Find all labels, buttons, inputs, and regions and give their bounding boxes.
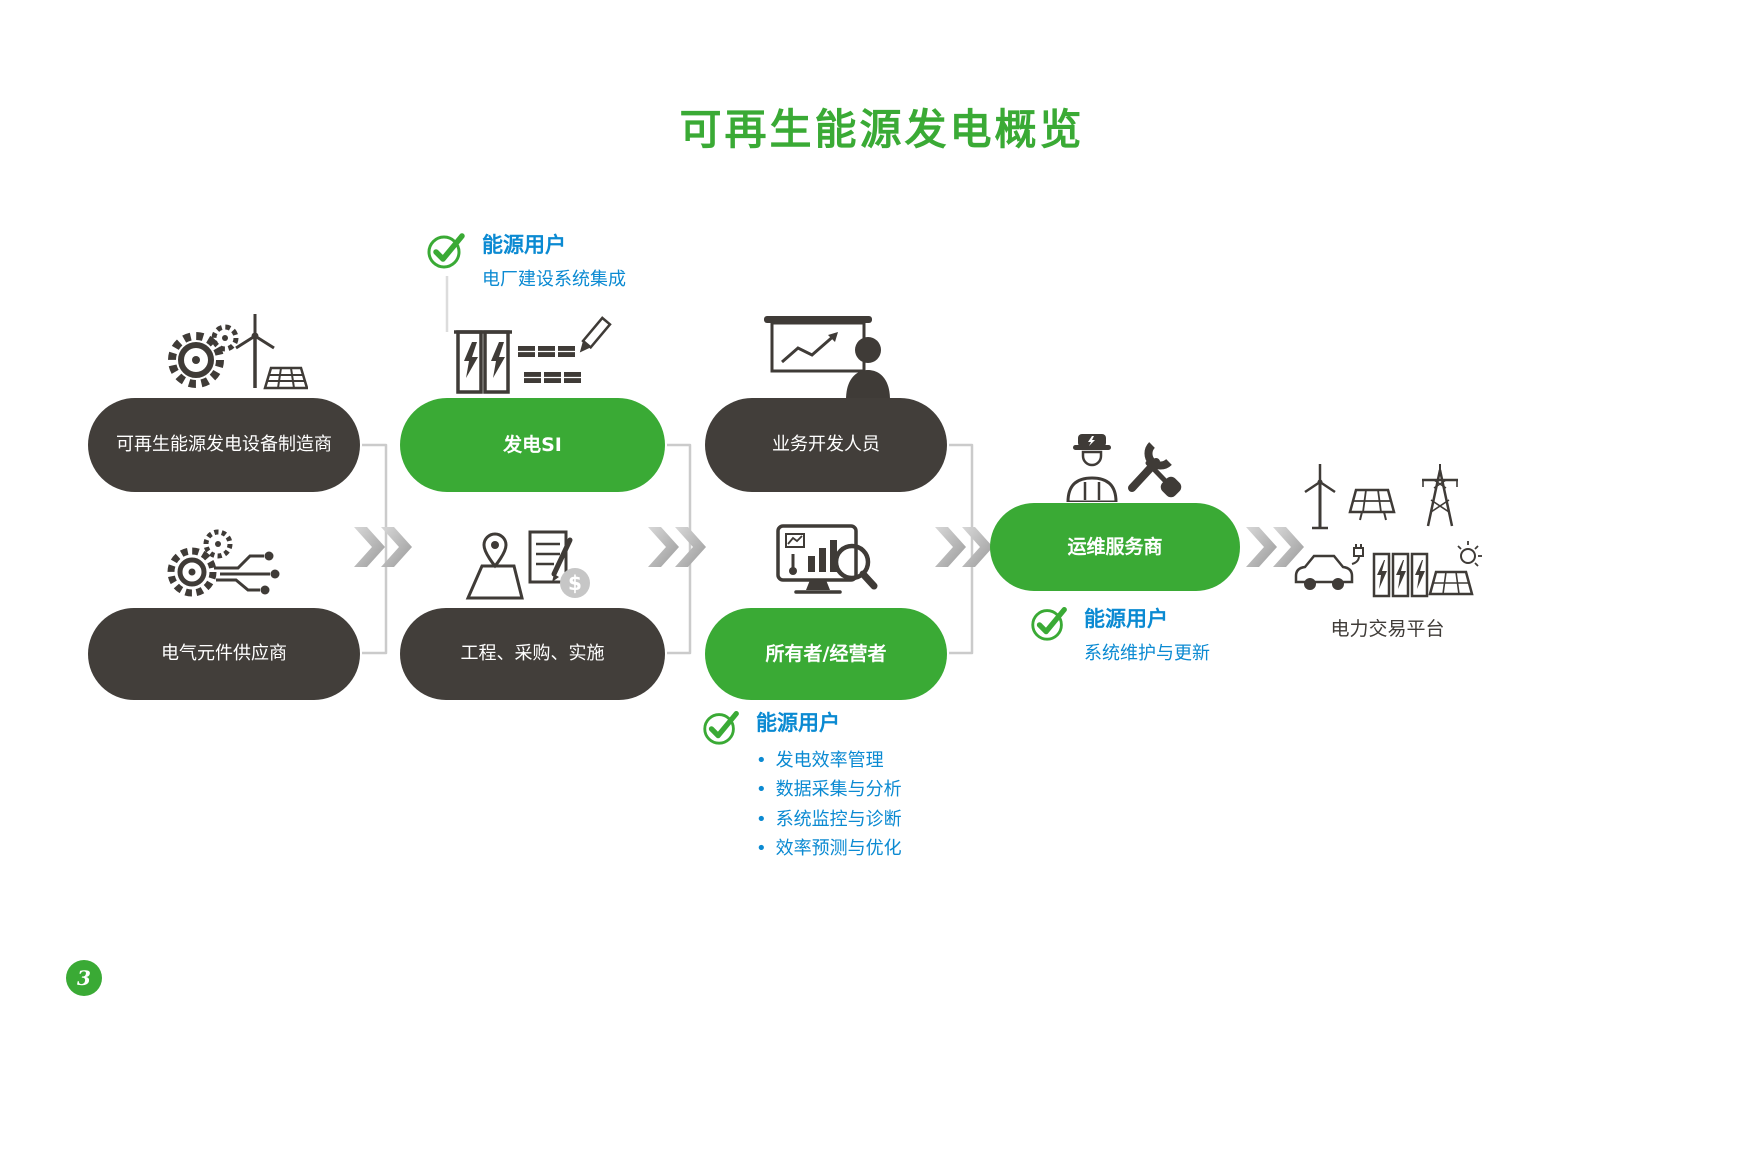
bullet-text: 效率预测与优化 bbox=[775, 837, 902, 859]
annotation-plant-build: 能源用户 电厂建设系统集成 bbox=[424, 228, 626, 291]
page-number: 3 bbox=[77, 966, 91, 990]
solar-panel-icon bbox=[1348, 488, 1396, 521]
pill-generation-si-label: 发电SI bbox=[503, 433, 562, 456]
transmission-tower-icon bbox=[1422, 464, 1458, 527]
page-title: 可再生能源发电概览 bbox=[679, 105, 1085, 154]
pill-manufacturer-label: 可再生能源发电设备制造商 bbox=[116, 434, 332, 456]
pill-owner-operator-label: 所有者/经营者 bbox=[765, 642, 887, 665]
bullet-marker: • bbox=[756, 837, 767, 859]
energy-assets-icons bbox=[1294, 464, 1482, 598]
pill-om-provider-label: 运维服务商 bbox=[1067, 535, 1163, 558]
pill-epc-label: 工程、采购、实施 bbox=[460, 643, 605, 665]
annotation-maintenance: 能源用户 系统维护与更新 bbox=[1028, 602, 1210, 665]
bullet-item: • 效率预测与优化 bbox=[756, 834, 902, 863]
bullet-text: 发电效率管理 bbox=[775, 750, 884, 772]
battery-storage-icon bbox=[1372, 552, 1429, 598]
bullet-text: 数据采集与分析 bbox=[775, 779, 902, 801]
check-circle-icon bbox=[703, 711, 739, 745]
pill-generation-si: 发电SI bbox=[400, 398, 665, 492]
bullet-item: • 发电效率管理 bbox=[756, 746, 902, 775]
check-circle-icon bbox=[427, 233, 465, 269]
gear-wind-turbine-solar-icon bbox=[168, 314, 308, 390]
bullet-marker: • bbox=[756, 750, 767, 772]
double-chevron-right-icon bbox=[354, 527, 412, 567]
annotation-subtitle: 系统维护与更新 bbox=[1084, 643, 1210, 665]
pill-manufacturer: 可再生能源发电设备制造商 bbox=[88, 398, 360, 492]
annotation-bullet-list: • 发电效率管理 • 数据采集与分析 • 系统监控与诊断 • 效率预测与优化 bbox=[756, 746, 902, 863]
bullet-marker: • bbox=[756, 808, 767, 830]
bullet-item: • 数据采集与分析 bbox=[756, 775, 902, 804]
dollar-symbol: $ bbox=[568, 571, 582, 595]
technician-tools-icon bbox=[1066, 434, 1182, 502]
map-pin-checklist-dollar-icon: $ bbox=[465, 530, 590, 600]
pill-business-dev: 业务开发人员 bbox=[705, 398, 947, 492]
pill-component-supplier-label: 电气元件供应商 bbox=[161, 643, 287, 665]
page-number-badge: 3 bbox=[66, 960, 102, 996]
annotation-title: 能源用户 bbox=[756, 711, 840, 735]
ev-car-icon bbox=[1294, 544, 1364, 590]
pill-component-supplier: 电气元件供应商 bbox=[88, 608, 360, 700]
monitor-chart-magnifier-icon bbox=[776, 524, 878, 594]
annotation-subtitle: 电厂建设系统集成 bbox=[482, 269, 626, 291]
check-circle-icon bbox=[1031, 607, 1067, 641]
gears-circuit-icon bbox=[167, 529, 280, 597]
wind-turbine-icon bbox=[1304, 464, 1336, 530]
pill-business-dev-label: 业务开发人员 bbox=[772, 434, 880, 456]
pill-epc: 工程、采购、实施 bbox=[400, 608, 665, 700]
annotation-title: 能源用户 bbox=[1084, 607, 1168, 631]
bullet-marker: • bbox=[756, 779, 767, 801]
solar-sun-icon bbox=[1428, 541, 1482, 596]
battery-solar-pencil-icon bbox=[454, 316, 612, 394]
platform-label: 电力交易平台 bbox=[1330, 618, 1445, 640]
annotation-title: 能源用户 bbox=[482, 233, 566, 257]
double-chevron-right-icon bbox=[648, 527, 706, 567]
double-chevron-right-icon bbox=[935, 527, 993, 567]
pill-owner-operator: 所有者/经营者 bbox=[705, 608, 947, 700]
bullet-text: 系统监控与诊断 bbox=[775, 808, 902, 830]
presenter-chart-icon bbox=[764, 316, 890, 400]
pill-om-provider: 运维服务商 bbox=[990, 503, 1240, 591]
bullet-item: • 系统监控与诊断 bbox=[756, 805, 902, 834]
annotation-operation: 能源用户 • 发电效率管理 • 数据采集与分析 • 系统监控与诊断 • 效率预测与优化 bbox=[700, 706, 902, 863]
